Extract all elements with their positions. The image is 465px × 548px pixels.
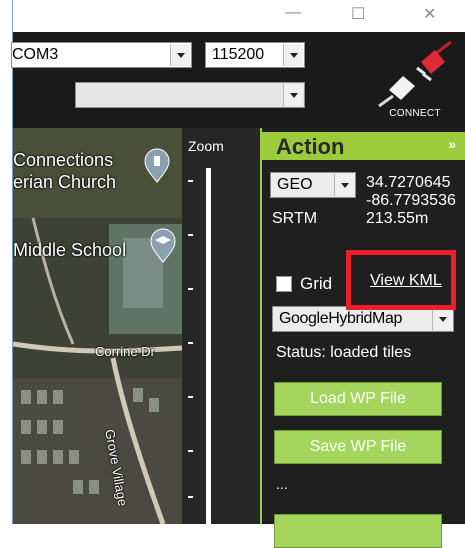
zoom-tick (188, 342, 193, 344)
baud-select[interactable]: 115200 (205, 42, 305, 68)
plug-icon (378, 40, 452, 108)
app-window: — ☐ ✕ COM3 115200 CONNECT (11, 0, 465, 548)
altitude-source-select[interactable]: GEO (270, 172, 356, 198)
partial-action-button[interactable] (274, 514, 442, 548)
connect-button[interactable]: CONNECT (373, 40, 457, 124)
connect-label: CONNECT (389, 108, 441, 119)
zoom-label: Zoom (188, 138, 224, 154)
map-view[interactable]: Connections erian Church Middle School C… (13, 128, 182, 524)
more-indicator: ... (276, 476, 288, 492)
map-label: Connections (13, 150, 114, 170)
zoom-tick (188, 288, 193, 290)
zoom-tick (188, 180, 193, 182)
satellite-imagery (13, 128, 182, 524)
srtm-label: SRTM (272, 210, 318, 227)
zoom-tick (188, 234, 193, 236)
link-type-select[interactable] (75, 82, 305, 108)
port-select-value: COM3 (12, 46, 59, 63)
altitude-source-value: GEO (277, 176, 313, 193)
minimize-icon[interactable]: — (285, 4, 301, 21)
map-label: Corrine Dr (95, 344, 155, 359)
baud-select-value: 115200 (212, 46, 265, 63)
map-label: Middle School (13, 240, 127, 260)
maximize-icon[interactable]: ☐ (351, 6, 366, 23)
zoom-tick (188, 396, 193, 398)
longitude-value: -86.7793536 (366, 192, 456, 209)
chevron-down-icon[interactable] (170, 44, 190, 66)
altitude-value: 213.55m (366, 210, 429, 227)
connection-toolbar: COM3 115200 CONNECT (11, 32, 465, 128)
collapse-icon[interactable]: » (448, 136, 456, 152)
status-text: Status: loaded tiles (276, 344, 412, 361)
close-icon[interactable]: ✕ (423, 6, 437, 23)
port-select[interactable]: COM3 (11, 42, 192, 68)
map-provider-value: GoogleHybridMap (279, 310, 402, 327)
church-pin-icon[interactable] (143, 148, 171, 184)
load-wp-file-button[interactable]: Load WP File (274, 382, 442, 416)
action-panel: Action » GEO SRTM 34.7270645 -86.7793536… (260, 128, 465, 548)
map-provider-select[interactable]: GoogleHybridMap (272, 306, 454, 332)
action-header[interactable]: Action » (262, 132, 465, 160)
chevron-down-icon[interactable] (432, 308, 452, 330)
action-title: Action (276, 134, 345, 159)
zoom-panel: Zoom (182, 128, 260, 524)
zoom-slider[interactable] (206, 168, 211, 524)
latitude-value: 34.7270645 (366, 174, 451, 191)
view-kml-link[interactable]: View KML (370, 272, 442, 289)
save-wp-file-button[interactable]: Save WP File (274, 430, 442, 464)
title-bar: — ☐ ✕ (13, 0, 465, 32)
zoom-tick (188, 450, 193, 452)
grid-label: Grid (300, 274, 333, 293)
zoom-tick (188, 496, 193, 498)
grid-checkbox[interactable] (276, 276, 292, 292)
chevron-down-icon[interactable] (283, 84, 303, 106)
chevron-down-icon[interactable] (283, 44, 303, 66)
school-pin-icon[interactable] (149, 228, 177, 264)
chevron-down-icon[interactable] (334, 174, 354, 196)
map-label: erian Church (13, 172, 117, 192)
